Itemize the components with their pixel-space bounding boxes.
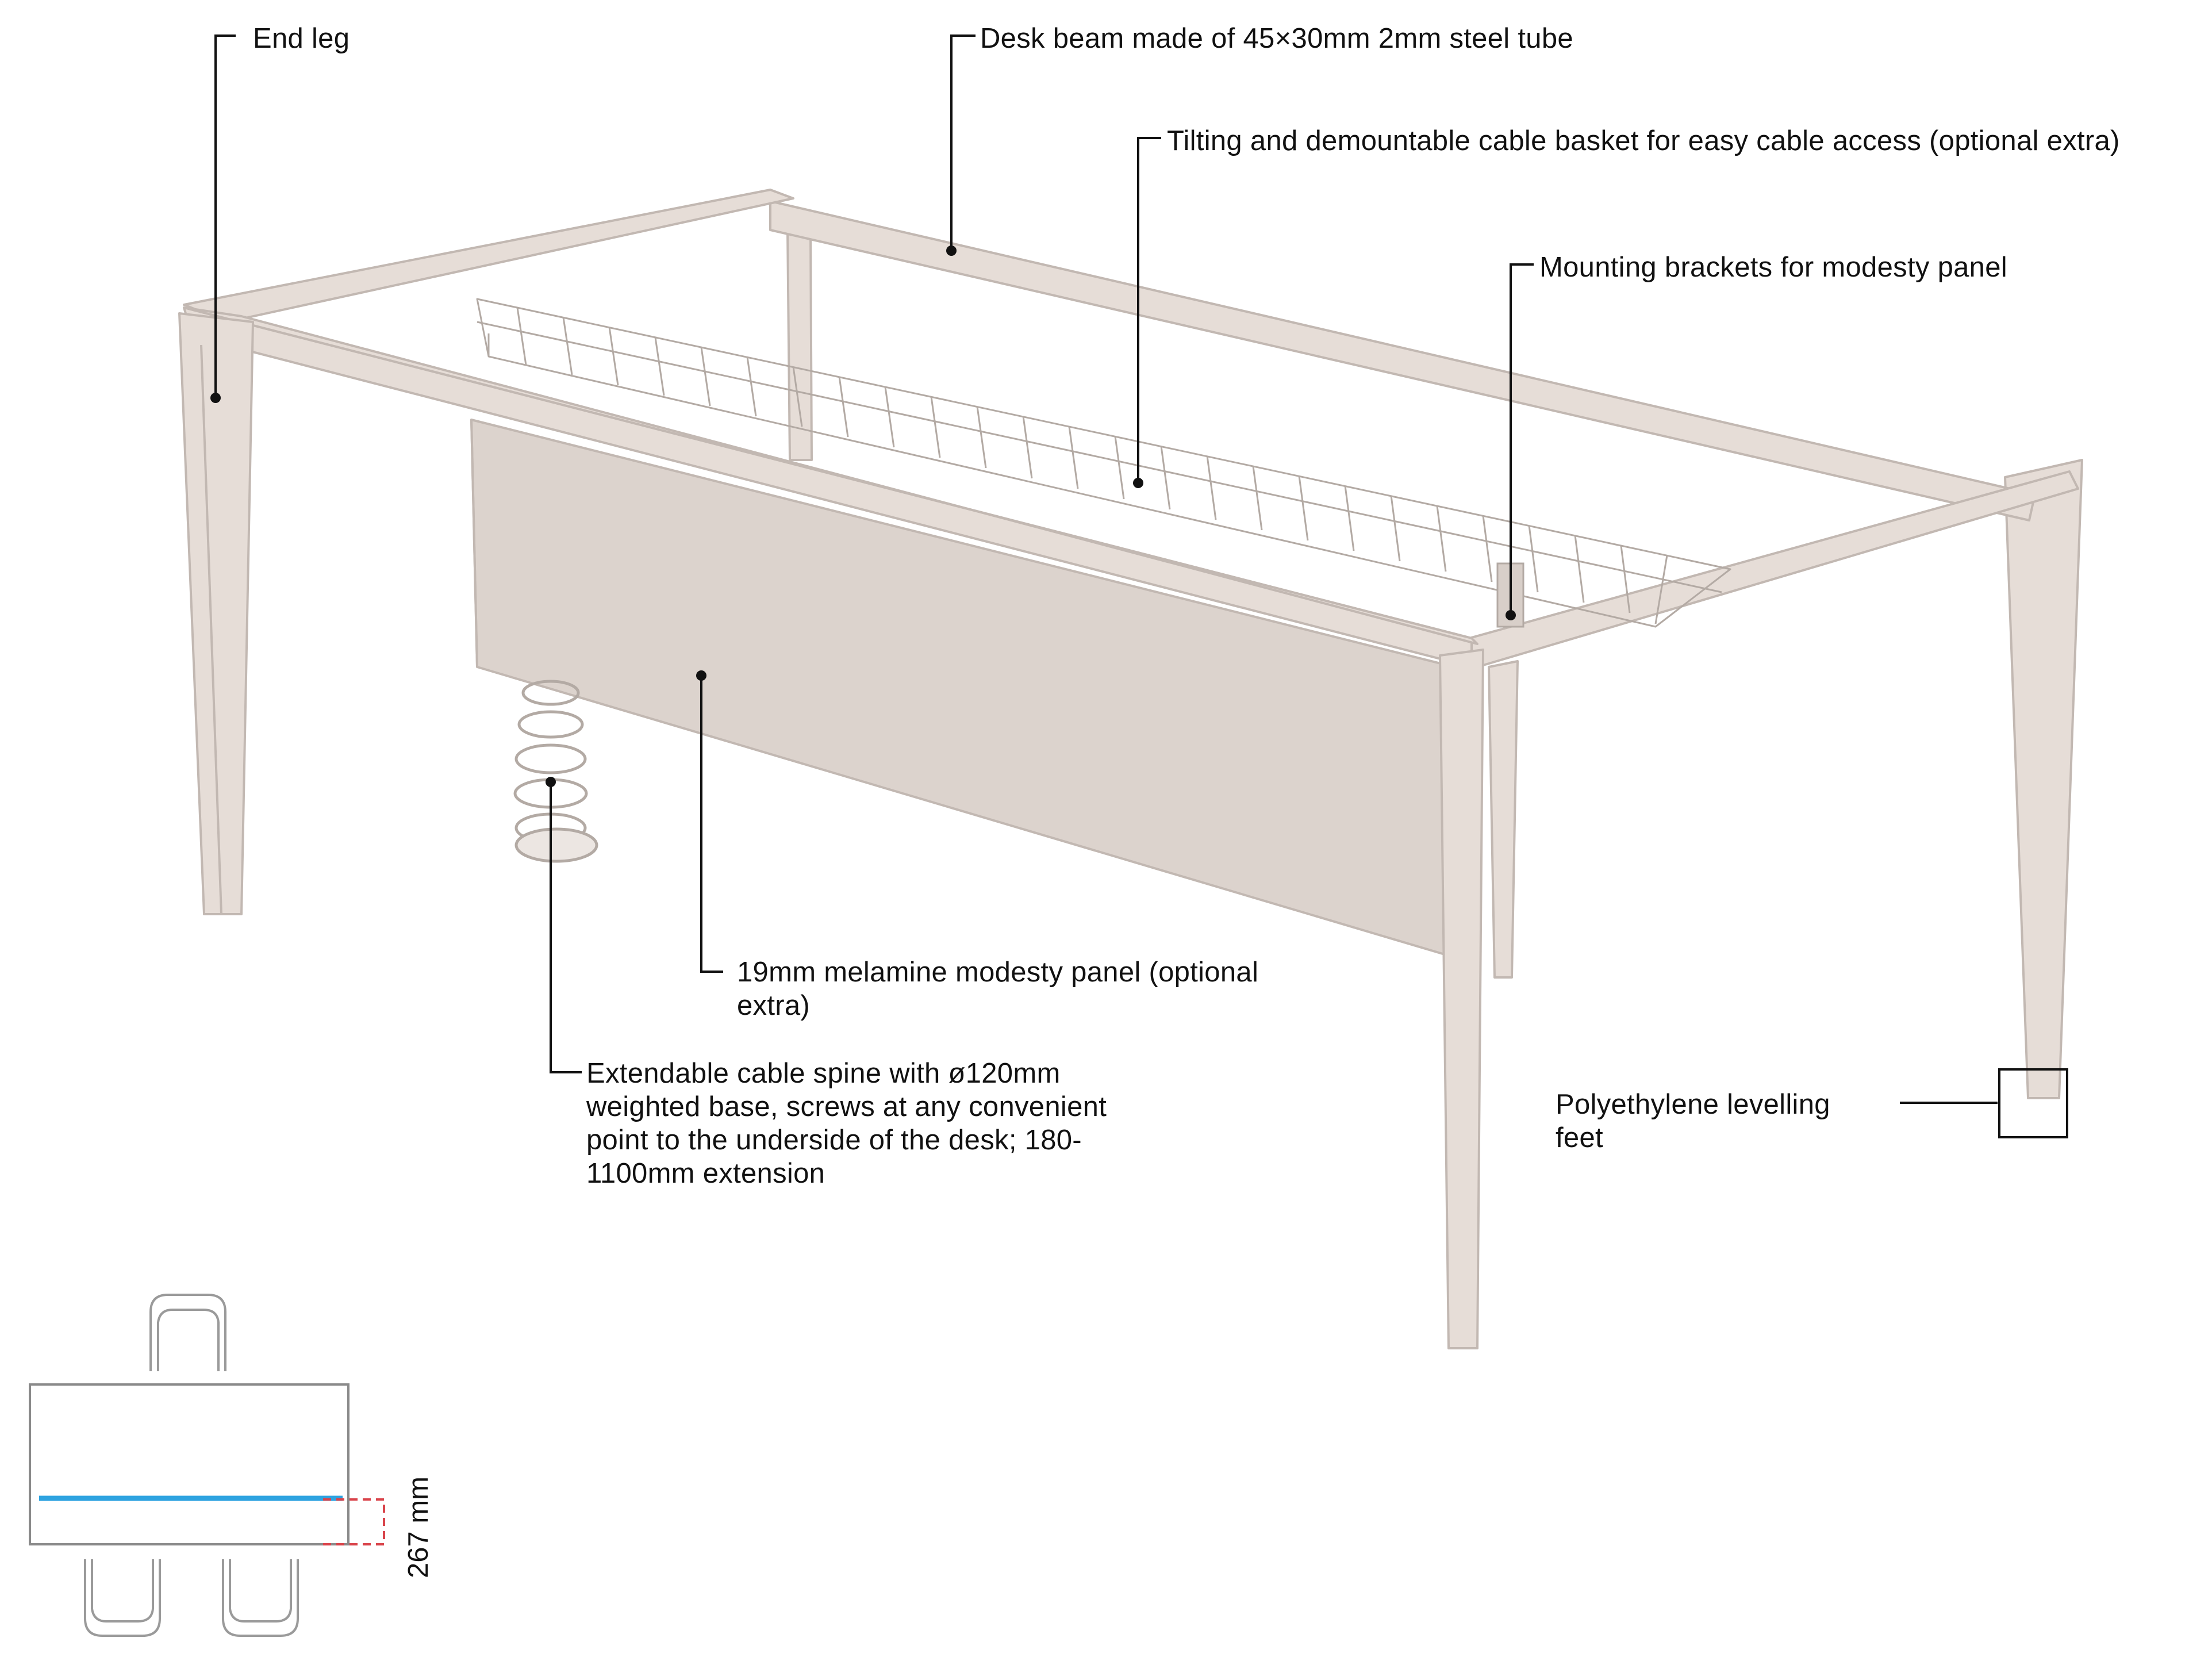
weighted-base xyxy=(514,827,598,863)
back-right-leg xyxy=(2004,459,2083,1099)
dimension-bracket xyxy=(323,1498,385,1545)
label-cable-spine: Extendable cable spine with ø120mm weigh… xyxy=(586,1058,1107,1189)
leader-mounting-brackets xyxy=(1510,263,1534,615)
chair-bottom-right xyxy=(222,1559,299,1637)
right-end-beam xyxy=(1447,470,2079,668)
plan-dimension-label: 267 mm xyxy=(403,1476,434,1578)
label-cable-basket: Tilting and demountable cable basket for… xyxy=(1167,125,2120,156)
back-left-leg xyxy=(786,229,813,461)
leader-desk-beam xyxy=(950,34,976,250)
back-beam xyxy=(769,200,2036,521)
plan-view xyxy=(29,1294,385,1637)
label-end-leg: End leg xyxy=(253,23,350,54)
label-levelling-feet: Polyethylene levelling feet xyxy=(1556,1089,1830,1153)
label-desk-beam: Desk beam made of 45×30mm 2mm steel tube xyxy=(980,23,1573,54)
desk-frame xyxy=(178,189,2083,1349)
plan-desk-top xyxy=(29,1383,350,1545)
leader-lines xyxy=(214,34,2068,1138)
modesty-panel xyxy=(470,419,1456,958)
label-mounting-brackets: Mounting brackets for modesty panel xyxy=(1539,252,2007,283)
chair-bottom-left xyxy=(84,1559,161,1637)
feet-detail-box xyxy=(1998,1068,2068,1138)
chair-top xyxy=(149,1294,226,1371)
leader-cable-spine xyxy=(550,782,582,1073)
cable-spine xyxy=(513,680,598,863)
cable-basket xyxy=(476,298,1731,628)
front-right-leg xyxy=(1439,649,1484,1349)
leader-dots xyxy=(210,246,1516,787)
leader-modesty-panel xyxy=(700,676,723,973)
leader-cable-basket xyxy=(1137,137,1161,483)
end-leg-left xyxy=(178,312,254,915)
back-right-inner-leg xyxy=(1488,660,1519,979)
label-modesty-panel: 19mm melamine modesty panel (optional ex… xyxy=(737,957,1259,1021)
leader-end-leg xyxy=(214,34,236,397)
